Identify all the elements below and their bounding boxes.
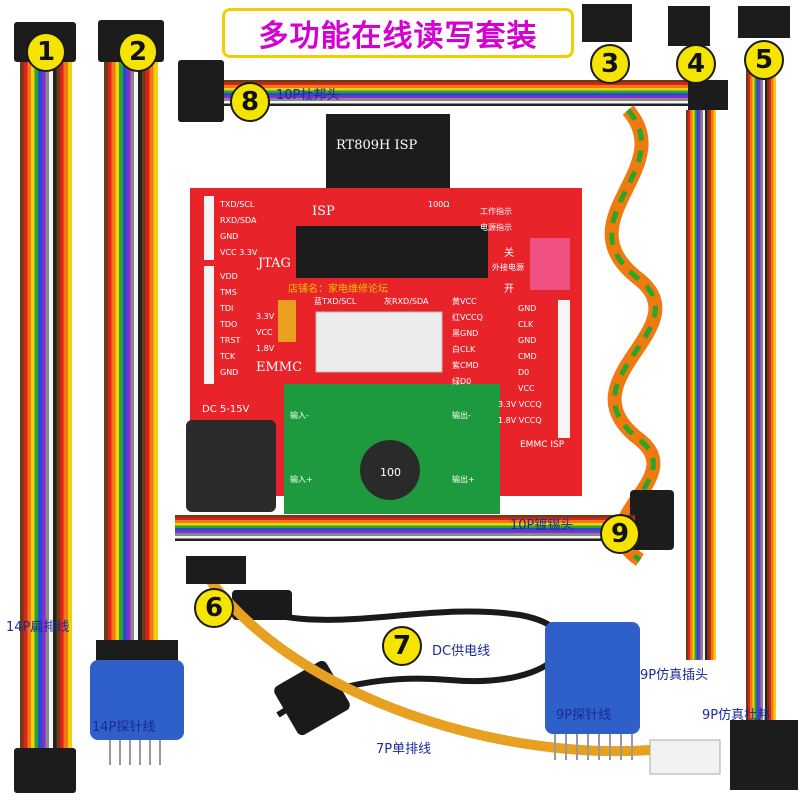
dc-label: DC 5-15V bbox=[202, 404, 250, 415]
indicator-0: 工作指示 bbox=[480, 207, 512, 216]
jtag-label: JTAG bbox=[258, 256, 291, 271]
isp-header-connector bbox=[326, 114, 450, 200]
badge-6: 6 bbox=[194, 588, 234, 628]
volt-jumper bbox=[278, 300, 296, 342]
sim-plug-cable-9p bbox=[686, 110, 716, 660]
top-pin-3: VCC 3.3V bbox=[220, 248, 258, 257]
label-sim-dupont-9p: 9P仿真杜邦 bbox=[702, 708, 771, 723]
sim-plug-housing-top bbox=[668, 6, 710, 46]
sim-dupont-housing-top bbox=[738, 6, 790, 38]
label-dc-cable: DC供电线 bbox=[432, 644, 491, 659]
badge-2: 2 bbox=[118, 32, 158, 72]
dc-plug bbox=[232, 590, 292, 620]
mid-label-3: 红VCCQ bbox=[452, 313, 483, 322]
switch-ext: 外接电源 bbox=[492, 263, 524, 272]
badge-1: 1 bbox=[26, 32, 66, 72]
badge-3: 3 bbox=[590, 44, 630, 84]
left-pin-6: GND bbox=[220, 368, 239, 377]
module-in-minus: 输入- bbox=[290, 411, 309, 420]
label-single-7p: 7P单排线 bbox=[376, 742, 432, 757]
left-pin-1: TMS bbox=[220, 288, 237, 297]
left-pin-5: TCK bbox=[220, 352, 236, 361]
top-pin-0: TXD/SCL bbox=[220, 200, 255, 209]
jtag-header bbox=[296, 226, 488, 278]
sim-dupont-housing-bottom bbox=[730, 720, 798, 790]
mid-label-5: 白CLK bbox=[452, 345, 476, 354]
emmc-isp-label: EMMC ISP bbox=[520, 440, 565, 450]
power-switch bbox=[530, 238, 570, 290]
badge-9: 9 bbox=[600, 514, 640, 554]
label-flat-14p: 14P扁排线 bbox=[6, 620, 70, 635]
dupont-housing-right bbox=[688, 80, 728, 110]
emmc-label: EMMC bbox=[256, 360, 303, 375]
right-pin-2: GND bbox=[518, 336, 537, 345]
mid-label-6: 紫CMD bbox=[452, 361, 479, 370]
volt-2: 1.8V bbox=[256, 344, 275, 353]
left-pin-2: TDI bbox=[220, 304, 234, 313]
inductor bbox=[360, 440, 420, 500]
title-banner: 多功能在线读写套装 bbox=[222, 8, 574, 58]
badge-7: 7 bbox=[382, 626, 422, 666]
badge-8: 8 bbox=[230, 82, 270, 122]
right-pin-6: 3.3V VCCQ bbox=[498, 400, 542, 409]
module-out-minus: 输出- bbox=[452, 411, 471, 420]
right-pin-7: 1.8V VCCQ bbox=[498, 416, 542, 425]
switch-off: 关 bbox=[504, 248, 514, 259]
mid-label-1: 灰RXD/SDA bbox=[384, 297, 429, 306]
right-pin-4: D0 bbox=[518, 368, 530, 377]
probe-ribbon-cable-14p bbox=[104, 60, 158, 650]
mid-label-0: 蓝TXD/SCL bbox=[314, 297, 357, 306]
label-probe-9p: 9P探针线 bbox=[556, 708, 612, 723]
probe-head-9p bbox=[545, 622, 640, 734]
r100-label: 100Ω bbox=[428, 200, 450, 209]
label-probe-14p: 14P探针线 bbox=[92, 720, 156, 735]
left-pin-3: TDO bbox=[220, 320, 238, 329]
watermark: 店铺名：家电维修论坛 bbox=[288, 284, 388, 295]
isp-label: ISP bbox=[312, 204, 335, 219]
mid-label-2: 黄VCC bbox=[452, 297, 477, 306]
module-out-plus: 输出+ bbox=[452, 475, 475, 484]
top-pin-2: GND bbox=[220, 232, 239, 241]
single-row-housing bbox=[186, 556, 246, 584]
dupont-housing-left bbox=[178, 60, 224, 122]
left-pin-4: TRST bbox=[220, 336, 241, 345]
left-pin-0: VDD bbox=[220, 272, 238, 281]
module-in-plus: 输入+ bbox=[290, 475, 313, 484]
sim-dupont-cable-9p bbox=[746, 60, 776, 720]
header-label: RT809H ISP bbox=[336, 138, 418, 153]
switch-on: 开 bbox=[504, 284, 514, 295]
single-row-cable-7p bbox=[206, 576, 651, 757]
volt-0: 3.3V bbox=[256, 312, 275, 321]
tinned-cable-10p bbox=[175, 515, 635, 541]
inductor-label: 100 bbox=[380, 466, 401, 479]
right-pin-0: GND bbox=[518, 304, 537, 313]
label-tinned-10p: 10P镀锡头 bbox=[510, 518, 574, 533]
badge-4: 4 bbox=[676, 44, 716, 84]
badge-5: 5 bbox=[744, 40, 784, 80]
title-text: 多功能在线读写套装 bbox=[258, 19, 538, 54]
right-pin-3: CMD bbox=[518, 352, 537, 361]
sim-plug-white-housing bbox=[649, 739, 721, 775]
mid-label-7: 绿D0 bbox=[452, 377, 472, 386]
dc-jack bbox=[186, 420, 276, 512]
emmc-white-socket bbox=[315, 311, 443, 373]
label-sim-plug-9p: 9P仿真插头 bbox=[640, 668, 709, 683]
probe-head-14p bbox=[90, 660, 184, 740]
idc-connector-bottom bbox=[14, 748, 76, 793]
mid-label-4: 黑GND bbox=[452, 329, 479, 338]
right-pin-5: VCC bbox=[518, 384, 535, 393]
volt-1: VCC bbox=[256, 328, 273, 337]
right-pin-1: CLK bbox=[518, 320, 534, 329]
indicator-1: 电源指示 bbox=[480, 223, 512, 232]
label-dupont-10p: 10P杜邦头 bbox=[276, 88, 340, 103]
flat-ribbon-cable-14p bbox=[20, 60, 72, 760]
top-pin-1: RXD/SDA bbox=[220, 216, 257, 225]
tinned-connector-10p bbox=[630, 490, 674, 550]
connector-3 bbox=[582, 4, 632, 42]
